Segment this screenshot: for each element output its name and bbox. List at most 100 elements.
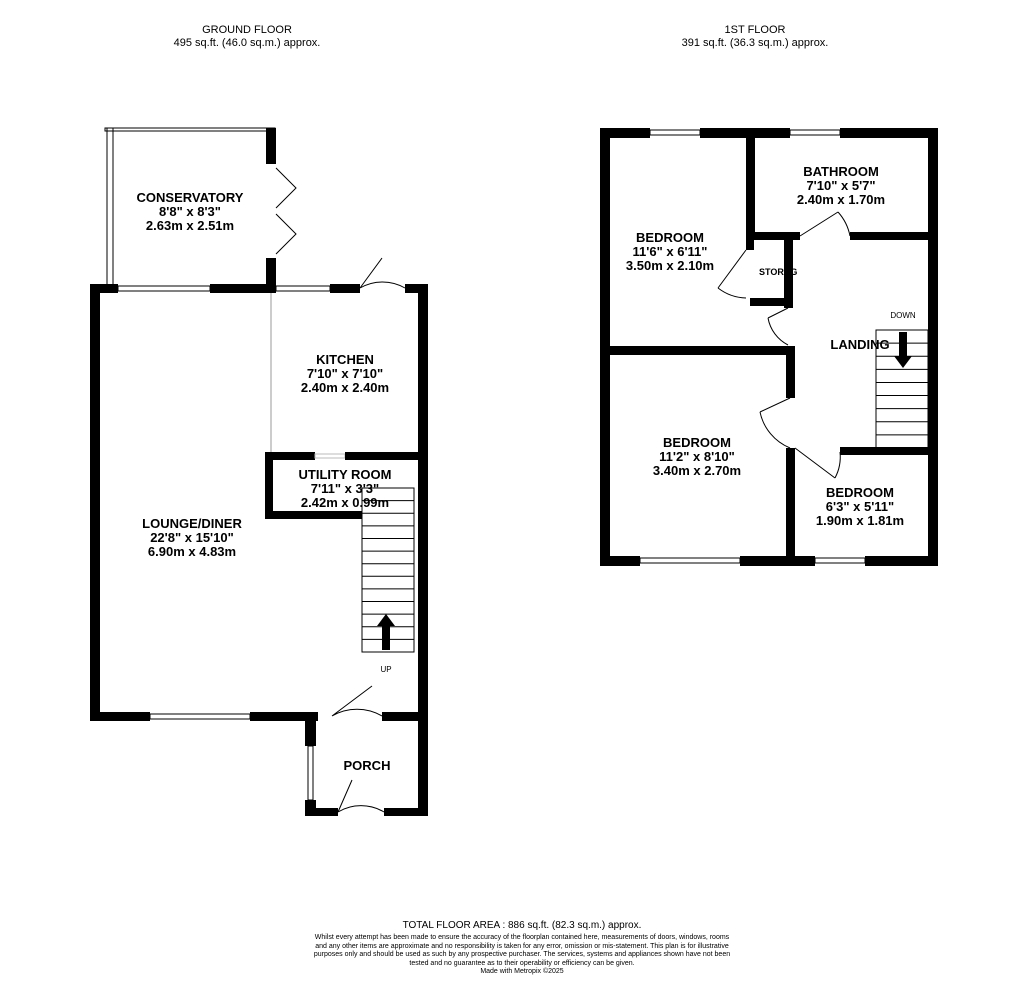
stair-outline bbox=[875, 329, 929, 449]
ground-floor-title: GROUND FLOOR bbox=[202, 24, 292, 36]
kitchen-door bbox=[359, 257, 406, 289]
window bbox=[814, 557, 866, 564]
first-floor-header: 1ST FLOOR 391 sq.ft. (36.3 sq.m.) approx… bbox=[605, 24, 905, 50]
front-door bbox=[337, 779, 385, 813]
wall bbox=[928, 128, 938, 566]
room-size-metric: 2.42m x 0.99m bbox=[301, 495, 389, 510]
room-name: CONSERVATORY bbox=[137, 190, 244, 205]
window bbox=[639, 557, 741, 564]
wall bbox=[382, 712, 428, 721]
wall bbox=[330, 284, 360, 293]
wall bbox=[305, 808, 338, 816]
room-name: PORCH bbox=[344, 758, 391, 773]
stairs-label: UP bbox=[380, 665, 391, 674]
first-floor-title: 1ST FLOOR bbox=[724, 24, 786, 36]
room-size-metric: 3.40m x 2.70m bbox=[653, 463, 741, 478]
room-size-metric: 6.90m x 4.83m bbox=[148, 544, 236, 559]
wall bbox=[305, 712, 316, 746]
room-size-imperial: 8'8" x 8'3" bbox=[159, 204, 221, 219]
window bbox=[307, 745, 314, 801]
wall bbox=[786, 448, 795, 566]
wall bbox=[266, 258, 276, 290]
window bbox=[789, 129, 841, 136]
wall bbox=[700, 128, 790, 138]
wall bbox=[384, 808, 428, 816]
wall bbox=[740, 556, 815, 566]
room-name: UTILITY ROOM bbox=[299, 467, 392, 482]
room-name: BEDROOM bbox=[663, 435, 731, 450]
opening bbox=[314, 453, 346, 459]
wall bbox=[865, 556, 938, 566]
footer: TOTAL FLOOR AREA : 886 sq.ft. (82.3 sq.m… bbox=[312, 920, 732, 977]
wall bbox=[90, 712, 150, 721]
room-size-metric: 3.50m x 2.10m bbox=[626, 258, 714, 273]
wall bbox=[418, 284, 428, 816]
window bbox=[275, 285, 331, 292]
room-size-imperial: 22'8" x 15'10" bbox=[150, 530, 234, 545]
wall bbox=[746, 128, 755, 240]
room-size-metric: 2.63m x 2.51m bbox=[146, 218, 234, 233]
conservatory-glazing-left bbox=[106, 127, 114, 289]
bedroom-door bbox=[759, 397, 791, 449]
ground-floor-area: 495 sq.ft. (46.0 sq.m.) approx. bbox=[173, 37, 321, 49]
wall bbox=[600, 556, 640, 566]
conservatory-glazing-top bbox=[104, 127, 276, 132]
sliding-door bbox=[117, 285, 211, 292]
disclaimer: Whilst every attempt has been made to en… bbox=[313, 934, 731, 967]
stairs-up-arrow-icon bbox=[377, 614, 395, 650]
wall bbox=[405, 284, 428, 293]
wall bbox=[250, 712, 318, 721]
ground-floor-plan bbox=[90, 127, 428, 816]
room-labels: CONSERVATORY 8'8" x 8'3" 2.63m x 2.51m K… bbox=[137, 164, 916, 773]
stairs-label: DOWN bbox=[890, 311, 916, 320]
stairs-down-arrow-icon bbox=[894, 332, 912, 368]
bedroom-door bbox=[767, 307, 789, 346]
front-inner-door bbox=[331, 685, 383, 717]
window bbox=[649, 129, 701, 136]
wall bbox=[90, 284, 100, 721]
first-floor-plan bbox=[600, 128, 938, 566]
room-size-imperial: 11'2" x 8'10" bbox=[659, 449, 735, 464]
ground-floor-header: GROUND FLOOR 495 sq.ft. (46.0 sq.m.) app… bbox=[97, 24, 397, 50]
room-name: BEDROOM bbox=[636, 230, 704, 245]
room-name: KITCHEN bbox=[316, 352, 374, 367]
wall bbox=[266, 128, 276, 164]
wall bbox=[746, 240, 754, 250]
made-with: Made with Metropix ©2025 bbox=[480, 968, 564, 975]
wall bbox=[840, 128, 938, 138]
room-name: LANDING bbox=[830, 337, 889, 352]
wall bbox=[786, 346, 795, 398]
wall bbox=[265, 452, 273, 519]
room-name: LOUNGE/DINER bbox=[142, 516, 242, 531]
total-floor-area: TOTAL FLOOR AREA : 886 sq.ft. (82.3 sq.m… bbox=[402, 920, 642, 931]
room-name: BEDROOM bbox=[826, 485, 894, 500]
first-floor-area: 391 sq.ft. (36.3 sq.m.) approx. bbox=[681, 37, 829, 49]
room-size-imperial: 7'11" x 3'3" bbox=[311, 481, 379, 496]
wall bbox=[265, 511, 362, 519]
room-name: STORAG bbox=[759, 267, 797, 277]
room-size-metric: 2.40m x 1.70m bbox=[797, 192, 885, 207]
room-size-metric: 2.40m x 2.40m bbox=[301, 380, 389, 395]
bathroom-door bbox=[799, 211, 851, 237]
wall bbox=[265, 452, 315, 460]
wall bbox=[850, 232, 938, 240]
staircase bbox=[361, 487, 415, 653]
wall bbox=[600, 128, 650, 138]
wall bbox=[784, 240, 793, 308]
wall bbox=[90, 284, 118, 293]
room-size-imperial: 7'10" x 7'10" bbox=[307, 366, 383, 381]
room-size-imperial: 6'3" x 5'11" bbox=[826, 499, 894, 514]
wall bbox=[345, 452, 418, 460]
wall bbox=[840, 447, 938, 455]
bedroom-door bbox=[794, 447, 841, 479]
room-size-metric: 1.90m x 1.81m bbox=[816, 513, 904, 528]
wall bbox=[746, 232, 800, 240]
room-name: BATHROOM bbox=[803, 164, 879, 179]
window bbox=[149, 713, 251, 720]
stair-outline bbox=[361, 487, 415, 653]
conservatory-french-door bbox=[275, 167, 297, 255]
room-size-imperial: 11'6" x 6'11" bbox=[633, 244, 708, 259]
storage-door bbox=[717, 249, 747, 299]
wall bbox=[750, 298, 793, 306]
